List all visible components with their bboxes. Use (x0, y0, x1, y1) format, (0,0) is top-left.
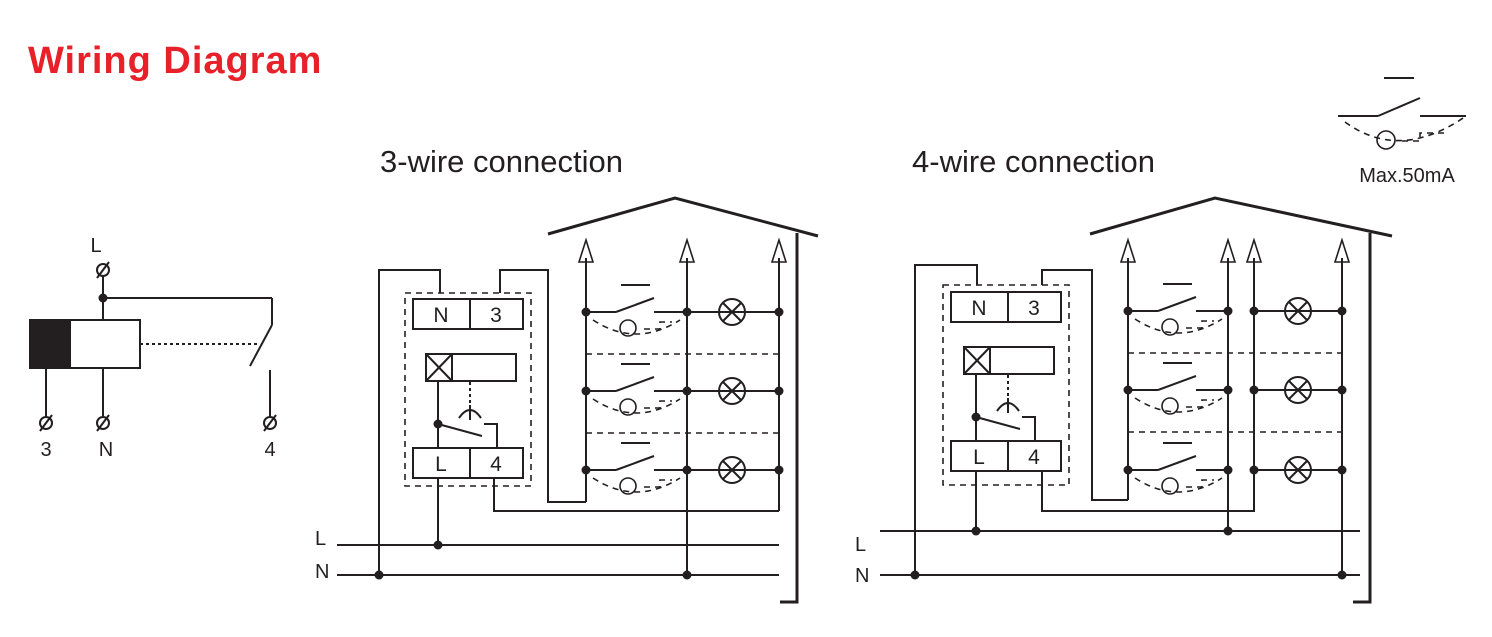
pushbutton-row-2 (581, 363, 784, 416)
illuminated-pushbutton-legend: Max.50mA (1338, 77, 1467, 187)
pushbutton-icon (1377, 97, 1421, 117)
lamp-icon (1284, 376, 1312, 404)
relay-terminal-3: 3 (490, 304, 502, 327)
pushbutton-row-3 (1123, 442, 1347, 495)
terminal-label-3: 3 (40, 439, 51, 461)
glow-lamp-icon (1134, 397, 1223, 413)
glow-lamp-icon (1344, 115, 1467, 142)
arrow-up-icon (1245, 237, 1263, 263)
relay-coil-icon (963, 346, 1055, 375)
bus-label-l: L (855, 534, 866, 556)
relay-module-outline (404, 292, 532, 487)
switch-contact-icon (249, 324, 273, 367)
relay-contact-icon (996, 398, 1020, 413)
house-wall-icon (1353, 233, 1372, 604)
terminal-3-icon (39, 414, 53, 432)
glow-lamp-icon (592, 319, 681, 335)
relay-terminal-n: N (971, 297, 986, 320)
relay-coil-icon (425, 353, 517, 382)
terminal-l-icon (96, 261, 110, 279)
relay-terminal-4: 4 (490, 453, 502, 476)
terminal-label-n: N (99, 439, 113, 461)
relay-terminal-l: L (435, 453, 447, 476)
pushbutton-row-1 (1123, 283, 1347, 336)
four-wire-diagram: 4-wire connection N 3 L 4 (855, 144, 1393, 604)
relay-module-outline (942, 284, 1070, 486)
relay-terminal-4: 4 (1028, 446, 1040, 469)
arrow-up-icon (1119, 237, 1137, 263)
relay-symbol: L 3 N 4 (29, 235, 277, 461)
arrow-up-icon (678, 237, 696, 263)
arrow-up-icon (577, 237, 595, 263)
lamp-icon (718, 298, 746, 326)
bus-label-n: N (855, 565, 869, 587)
lamp-icon (718, 377, 746, 405)
bus-label-n: N (315, 561, 329, 583)
arrow-up-icon (1333, 237, 1351, 263)
pushbutton-row-3 (581, 442, 784, 495)
max-current-label: Max.50mA (1359, 165, 1455, 187)
glow-lamp-icon (1134, 318, 1223, 334)
pushbutton-icon (615, 376, 655, 392)
house-roof-icon (1089, 196, 1393, 238)
pushbutton-icon (615, 297, 655, 313)
pushbutton-icon (1157, 455, 1197, 471)
arrow-up-icon (1219, 237, 1237, 263)
lamp-icon (1284, 297, 1312, 325)
pushbutton-icon (615, 455, 655, 471)
relay-terminal-3: 3 (1028, 297, 1040, 320)
house-wall-icon (780, 233, 799, 604)
arrow-up-icon (770, 237, 788, 263)
pushbutton-row-2 (1123, 362, 1347, 415)
relay-terminal-l: L (973, 446, 985, 469)
bus-label-l: L (315, 528, 326, 550)
glow-lamp-icon (592, 477, 681, 493)
pushbutton-icon (1157, 296, 1197, 312)
glow-lamp-icon (1134, 477, 1223, 493)
terminal-label-4: 4 (264, 439, 275, 461)
terminal-label-l: L (90, 235, 101, 257)
pushbutton-icon (1157, 375, 1197, 391)
pushbutton-row-1 (581, 284, 784, 337)
coil-icon (29, 319, 141, 369)
three-wire-diagram: 3-wire connection N 3 L 4 (315, 144, 819, 604)
three-wire-caption: 3-wire connection (380, 144, 623, 179)
lamp-icon (1284, 456, 1312, 484)
page-title: Wiring Diagram (28, 40, 323, 82)
lamp-icon (718, 456, 746, 484)
glow-lamp-icon (592, 398, 681, 414)
relay-terminal-n: N (433, 304, 448, 327)
terminal-n-icon (96, 414, 110, 432)
relay-contact-icon (458, 405, 482, 420)
house-roof-icon (547, 196, 819, 238)
terminal-4-icon (263, 414, 277, 432)
four-wire-caption: 4-wire connection (912, 144, 1155, 179)
